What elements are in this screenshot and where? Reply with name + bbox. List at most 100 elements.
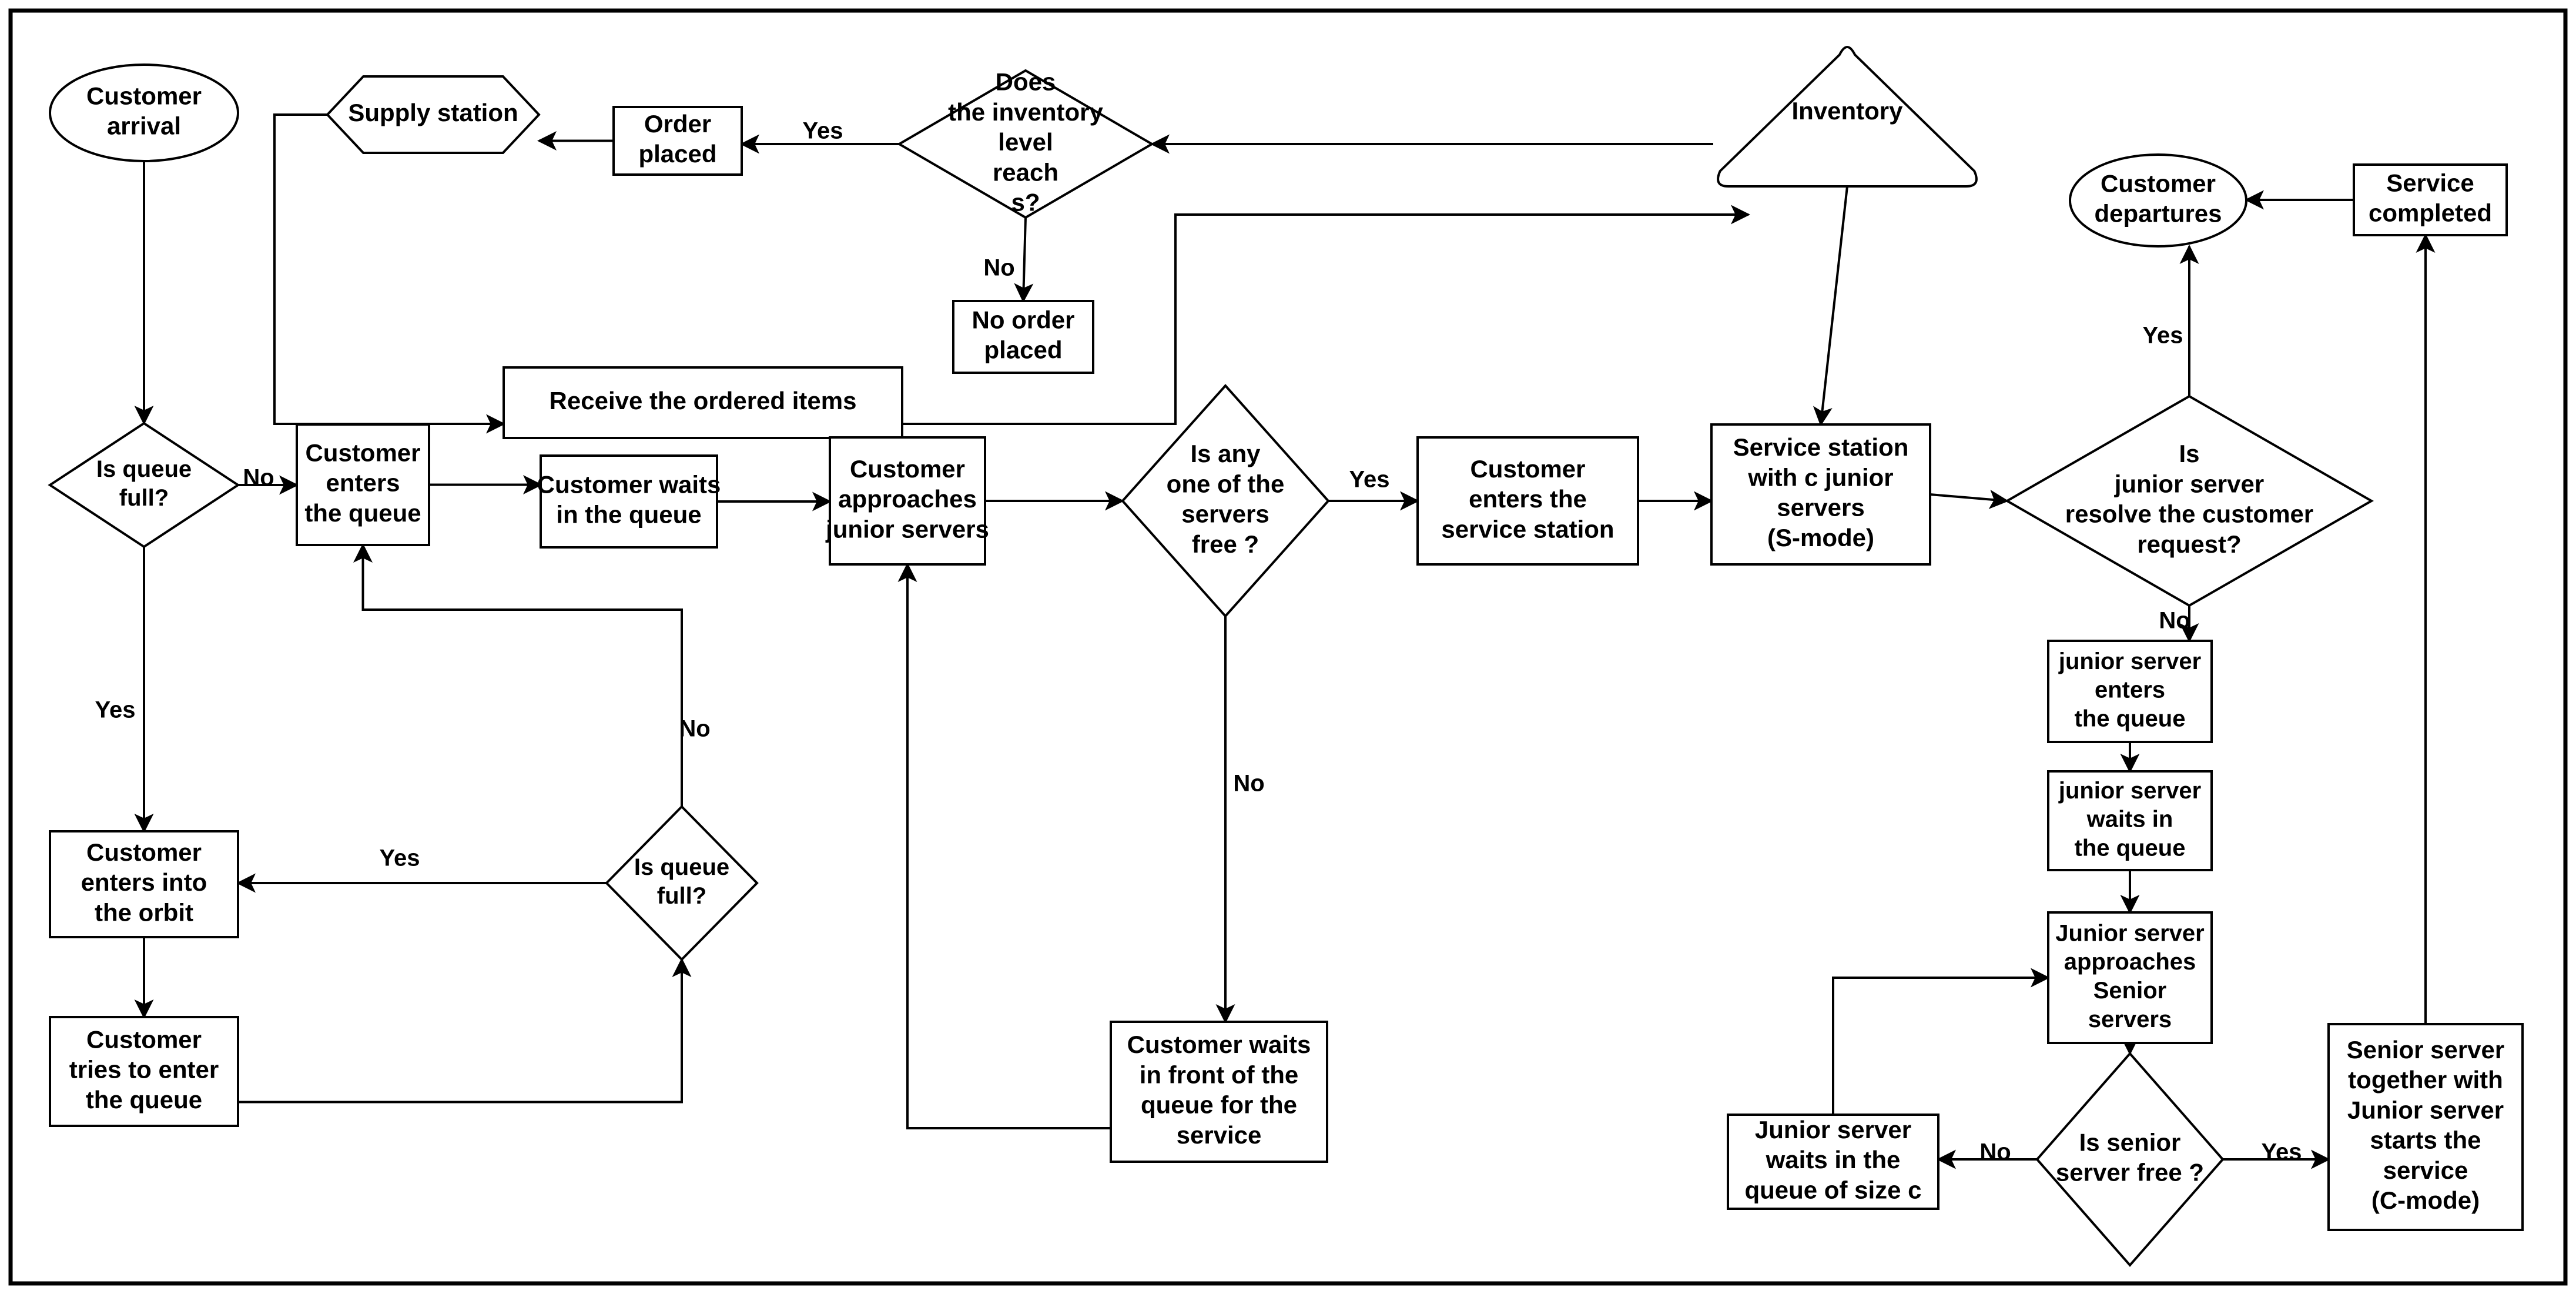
node-label: level [998,128,1053,156]
node-shape-rect [2047,770,2213,871]
edge-label-yes-senior-free: Yes [2262,1139,2302,1165]
node-label: Supply station [348,99,518,126]
node-label: enters into [81,868,207,896]
node-label: Is queue [96,456,192,482]
node-label: Junior server [2347,1096,2504,1124]
node-label: queue of size c [1744,1176,1921,1203]
node-label: Is queue [634,854,729,880]
node-label: (C-mode) [2371,1186,2480,1214]
node-label: servers [1181,500,1269,528]
node-label: Is [2179,440,2199,467]
node-inventory[interactable]: Inventory [1717,46,1978,188]
node-shape-rect [49,830,239,938]
node-label: one of the [1167,470,1285,497]
node-shape-rect [540,454,718,549]
node-label: junior servers [825,515,989,543]
node-label: full? [657,883,706,909]
node-shape-rect [2047,640,2213,743]
edge-e-smode-inventory [1813,186,1848,426]
node-label: arrival [107,112,181,140]
node-label: Service [2386,169,2474,196]
edge-e-waits-size-c-to-approaches-senior [1832,968,2050,1115]
node-label: the queue [2075,705,2186,731]
node-label: Customer waits [1127,1031,1311,1058]
node-is-queue-full-1[interactable]: Is queue full? [48,422,240,549]
node-label: service station [1441,515,1614,543]
node-shape-rect [1110,1021,1328,1163]
node-label: free ? [1192,530,1259,558]
node-shape-diamond [2004,394,2374,607]
edge-label-yes-junior-resolve: Yes [2143,323,2183,349]
node-label: Inventory [1791,97,1903,125]
node-label: approaches [838,485,977,513]
node-label: enters [2095,677,2165,703]
node-is-queue-full-2[interactable]: Is queue full? [605,805,759,961]
node-is-senior-free[interactable]: Is senior server free ? [2035,1051,2225,1268]
node-label: reach [993,158,1058,186]
node-label: Is senior [2079,1128,2181,1156]
node-label: service [1177,1121,1262,1149]
edge-label-no-order: No [983,255,1014,281]
edge-e-receive-to-inventory [902,205,1750,425]
node-label: the orbit [95,898,193,926]
node-label: enters [326,469,400,497]
node-shape-rect [1710,423,1931,566]
node-label: waits in [2086,807,2173,832]
node-shape-rect [1727,1114,1939,1210]
edge-e-smode-to-resolve [1930,490,2009,509]
node-label: starts the [2370,1126,2481,1154]
node-label: full? [119,485,169,511]
node-label: with c junior [1747,463,1893,491]
node-shape-rect [612,106,743,176]
node-label: junior server [2058,648,2201,674]
node-shape-diamond [2035,1051,2225,1268]
edge-e-waits-front-to-approaches [897,563,1111,1129]
node-label: Does [996,68,1056,96]
node-label: Customer [850,455,965,483]
diagram-frame [8,8,2568,1286]
node-shape-rect [49,1016,239,1127]
edge-label-no-queue-full-1: No [243,465,274,491]
node-label: completed [2369,199,2492,227]
edge-label-no-servers-free: No [1233,771,1264,797]
node-label: the queue [86,1086,202,1114]
node-label: enters the [1469,485,1587,513]
node-label: servers [1777,494,1864,521]
node-label: tries to enter [69,1056,219,1084]
node-label: resolve the customer [2065,500,2314,528]
node-label: server free ? [2056,1159,2204,1186]
node-label: approaches [2064,949,2196,975]
node-shape-rect [829,436,986,566]
edge-label-no-junior-resolve: No [2159,608,2190,634]
node-supply-station[interactable]: Supply station [326,75,541,154]
node-shape-diamond [897,69,1154,219]
node-service-completed[interactable]: Service completed [2353,163,2508,236]
edge-e-decision-no-to-noorder [1014,217,1034,303]
node-shape-rect [2353,163,2508,236]
node-shape-rect [2327,1023,2524,1231]
node-shape-rect [952,300,1094,374]
node-label: junior server [2114,470,2264,497]
node-receive-ordered-items[interactable]: Receive the ordered items [503,366,903,439]
